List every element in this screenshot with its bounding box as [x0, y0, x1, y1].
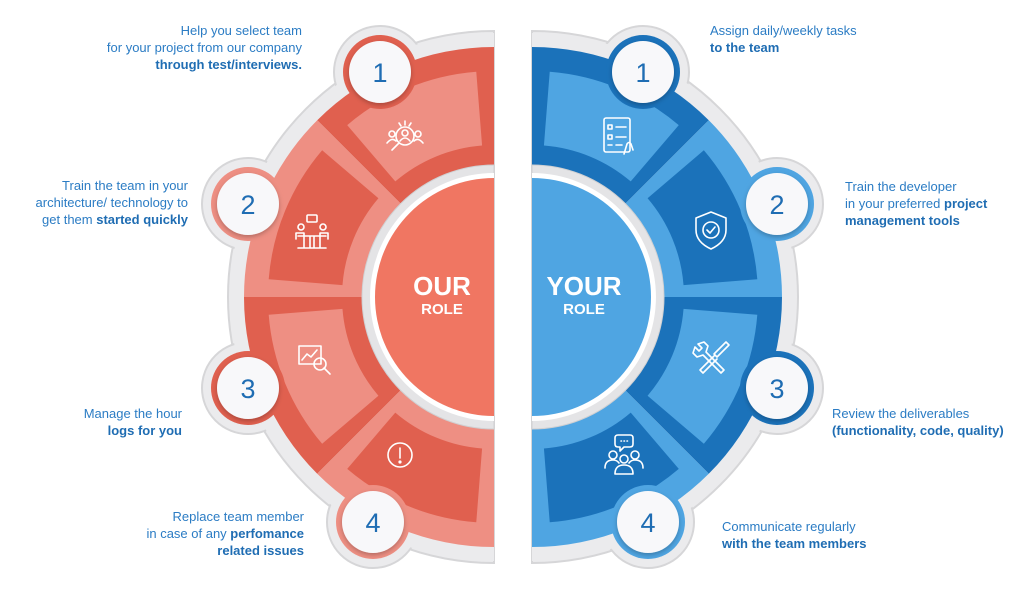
line-text: for your project from our company [106, 40, 302, 55]
line-text: Review the deliverables [832, 406, 970, 421]
description-line: Review the deliverables [832, 405, 1004, 422]
role-subtitle: ROLE [421, 301, 463, 318]
description-line: Assign daily/weekly tasks [710, 22, 857, 39]
line-bold-text: (functionality, code, quality) [832, 423, 1004, 438]
segment-1-panel [347, 71, 483, 182]
segment-2-panel [647, 150, 758, 286]
step-1-badge [349, 41, 411, 103]
description-line: Replace team member [146, 508, 305, 525]
description-line: get them started quickly [36, 211, 188, 228]
step-number: 3 [240, 374, 255, 404]
center-circle [375, 178, 494, 416]
line-bold-text: to the team [710, 40, 780, 55]
step-3-badge [217, 357, 279, 419]
line-text: architecture/ technology to [35, 195, 188, 210]
description-line: with the team members [722, 535, 867, 552]
step-number: 4 [640, 508, 655, 538]
line-bold-text: project [944, 196, 988, 211]
step-number: 2 [240, 190, 255, 220]
role-title: OUR [413, 271, 471, 301]
line-text: Help you select team [180, 23, 302, 38]
task-list-icon [603, 117, 634, 155]
line-bold-text: with the team members [722, 536, 867, 551]
description-line: architecture/ technology to [36, 194, 188, 211]
step-number: 3 [769, 374, 784, 404]
meeting-training-icon [295, 214, 329, 249]
description-line: related issues [146, 542, 304, 559]
description-line: in case of any perfomance [146, 525, 304, 542]
line-bold-text: perfomance [230, 526, 304, 541]
segment-3-panel [268, 308, 379, 444]
step-3-description: Review the deliverables (functionality, c… [832, 405, 1004, 439]
step-2-badge [217, 173, 279, 235]
step-1-badge [612, 41, 674, 103]
center-circle [532, 178, 651, 416]
description-line: Help you select team [107, 22, 302, 39]
segment-2-panel [268, 150, 379, 286]
description-line: Manage the hour [84, 405, 182, 422]
line-bold-text: management tools [845, 213, 960, 228]
description-line: in your preferred project [845, 195, 987, 212]
line-bold-text: started quickly [96, 212, 188, 227]
segment-3-panel [647, 308, 758, 444]
line-bold-text: through test/interviews. [155, 57, 302, 72]
step-number: 4 [365, 508, 380, 538]
line-text: Train the developer [845, 179, 957, 194]
description-line: to the team [710, 39, 857, 56]
team-chat-icon [604, 434, 644, 475]
segment-4-panel [347, 412, 483, 523]
description-line: through test/interviews. [107, 56, 302, 73]
step-1-description: Assign daily/weekly tasks to the team [710, 22, 857, 56]
description-line: Communicate regularly [722, 518, 867, 535]
role-title: YOUR [546, 271, 621, 301]
alert-icon [387, 442, 413, 468]
line-bold-text: related issues [217, 543, 304, 558]
segment-4-panel [543, 412, 679, 523]
shield-check-icon [695, 211, 727, 250]
step-3-badge [746, 357, 808, 419]
chart-analysis-icon [298, 345, 331, 375]
line-text: Train the team in your [62, 178, 188, 193]
step-3-description: Manage the hour logs for you [84, 405, 182, 439]
line-text: Manage the hour [83, 406, 182, 421]
description-line: Train the team in your [36, 177, 188, 194]
role-subtitle: ROLE [563, 301, 605, 318]
step-4-description: Communicate regularly with the team membe… [722, 518, 867, 552]
step-2-badge [746, 173, 808, 235]
step-2-description: Train the team in your architecture/ tech… [36, 177, 188, 228]
line-text: Communicate regularly [722, 519, 856, 534]
line-text: Assign daily/weekly tasks [710, 23, 857, 38]
description-line: for your project from our company [107, 39, 302, 56]
step-number: 1 [635, 58, 650, 88]
description-line: Train the developer [845, 178, 987, 195]
description-line: (functionality, code, quality) [832, 422, 1004, 439]
step-number: 1 [372, 58, 387, 88]
description-line: management tools [845, 212, 987, 229]
line-text: in case of any [146, 526, 231, 541]
search-people-icon [386, 120, 424, 151]
line-bold-text: logs for you [107, 423, 182, 438]
line-text: in your preferred [845, 196, 944, 211]
description-line: logs for you [84, 422, 182, 439]
step-1-description: Help you select team for your project fro… [107, 22, 302, 73]
step-number: 2 [769, 190, 784, 220]
tools-icon [692, 341, 730, 374]
step-4-badge [617, 491, 679, 553]
line-text: Replace team member [172, 509, 305, 524]
line-text: get them [42, 212, 97, 227]
step-4-badge [342, 491, 404, 553]
